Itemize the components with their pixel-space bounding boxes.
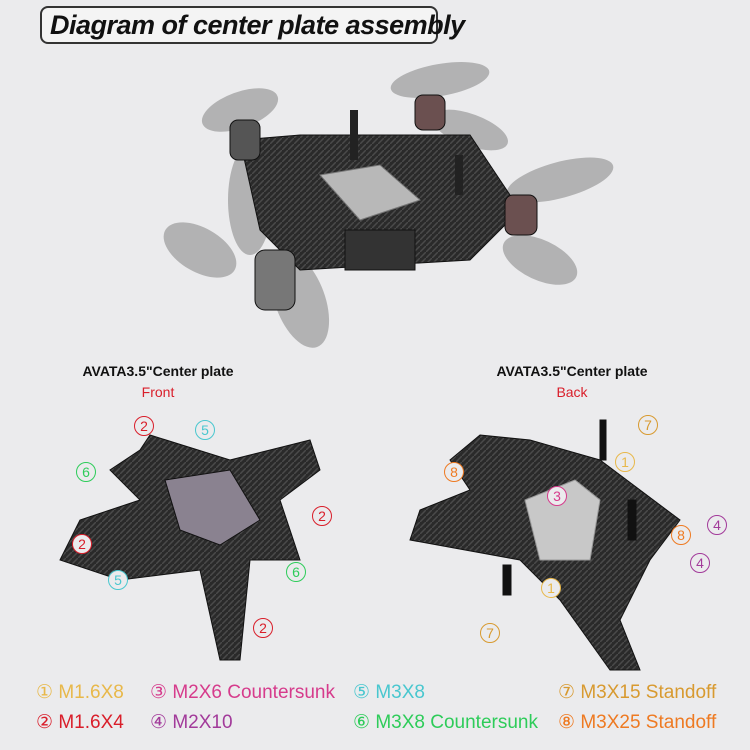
back-callout-4: 4 <box>690 553 710 573</box>
back-plate-subtitle: Back <box>556 384 588 400</box>
legend-item-5: ⑤ M3X8 <box>353 682 425 703</box>
back-callout-7: 7 <box>480 623 500 643</box>
page-title: Diagram of center plate assembly <box>50 10 465 40</box>
front-plate-subtitle: Front <box>141 384 175 400</box>
front-callout-2: 2 <box>253 618 273 638</box>
back-callout-8: 8 <box>444 462 464 482</box>
legend-item-3: ③ M2X6 Countersunk <box>150 682 335 703</box>
back-callout-1: 1 <box>615 452 635 472</box>
back-callout-8: 8 <box>671 525 691 545</box>
front-callout-5: 5 <box>108 570 128 590</box>
title-frame <box>40 6 438 44</box>
front-callout-2: 2 <box>312 506 332 526</box>
legend-item-7: ⑦ M3X15 Standoff <box>558 682 717 703</box>
front-callout-2: 2 <box>134 416 154 436</box>
legend-item-6: ⑥ M3X8 Countersunk <box>353 712 538 733</box>
front-callout-6: 6 <box>286 562 306 582</box>
legend-item-4: ④ M2X10 <box>150 712 233 733</box>
back-callout-3: 3 <box>547 486 567 506</box>
front-callout-2: 2 <box>72 534 92 554</box>
back-callout-1: 1 <box>541 578 561 598</box>
legend-item-2: ② M1.6X4 <box>36 712 124 733</box>
front-plate-illustration <box>59 434 321 661</box>
back-plate-illustration <box>409 419 681 671</box>
front-plate-title: AVATA3.5"Center plate <box>82 363 234 379</box>
front-callout-6: 6 <box>76 462 96 482</box>
drone-assembly-illustration <box>163 62 614 348</box>
back-plate-title: AVATA3.5"Center plate <box>496 363 648 379</box>
legend-item-1: ① M1.6X8 <box>36 682 124 703</box>
legend-item-8: ⑧ M3X25 Standoff <box>558 712 717 733</box>
front-callout-5: 5 <box>195 420 215 440</box>
back-callout-7: 7 <box>638 415 658 435</box>
back-callout-4: 4 <box>707 515 727 535</box>
